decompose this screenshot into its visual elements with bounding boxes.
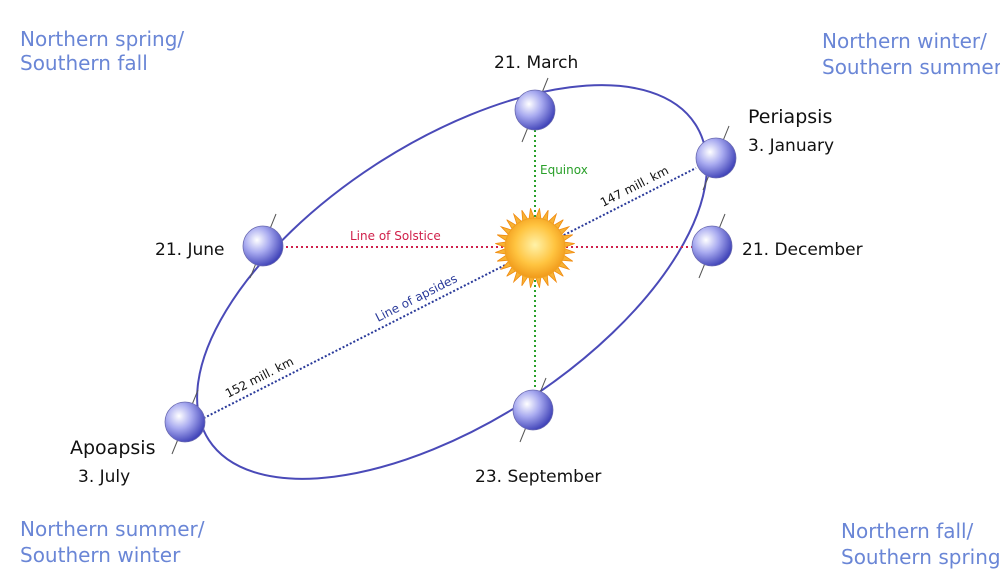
planet-periapsis: [695, 125, 737, 191]
season-top-right-line2: Southern summer: [822, 55, 1000, 79]
distance-near-label: 147 mill. km: [598, 163, 671, 209]
planet-apoapsis: [164, 389, 206, 455]
season-bottom-right-line1: Northern fall/: [841, 519, 974, 543]
equinox-label: Equinox: [540, 163, 588, 177]
season-bottom-left-line2: Southern winter: [20, 543, 181, 567]
periapsis-date: 3. January: [748, 136, 834, 156]
label-september: 23. September: [475, 467, 601, 487]
season-top-left-line1: Northern spring/: [20, 27, 184, 51]
periapsis-title: Periapsis: [748, 106, 832, 128]
label-june: 21. June: [155, 240, 224, 260]
apoapsis-date: 3. July: [78, 467, 130, 487]
planet-september: [512, 377, 554, 443]
label-march: 21. March: [494, 53, 578, 73]
sun: [495, 208, 575, 288]
solstice-label: Line of Solstice: [350, 229, 441, 243]
apsides-line: [199, 167, 697, 421]
season-bottom-right-line2: Southern spring: [841, 545, 1000, 569]
season-top-right-line1: Northern winter/: [822, 29, 987, 53]
apoapsis-title: Apoapsis: [70, 437, 155, 459]
planet-june: [242, 213, 284, 279]
planet-december: [691, 213, 733, 279]
distance-far-label: 152 mill. km: [223, 354, 296, 400]
planet-march: [514, 77, 556, 143]
season-top-left-line2: Southern fall: [20, 51, 148, 75]
season-bottom-left-line1: Northern summer/: [20, 517, 205, 541]
apsides-label: Line of apsides: [373, 271, 460, 324]
label-december: 21. December: [742, 240, 863, 260]
